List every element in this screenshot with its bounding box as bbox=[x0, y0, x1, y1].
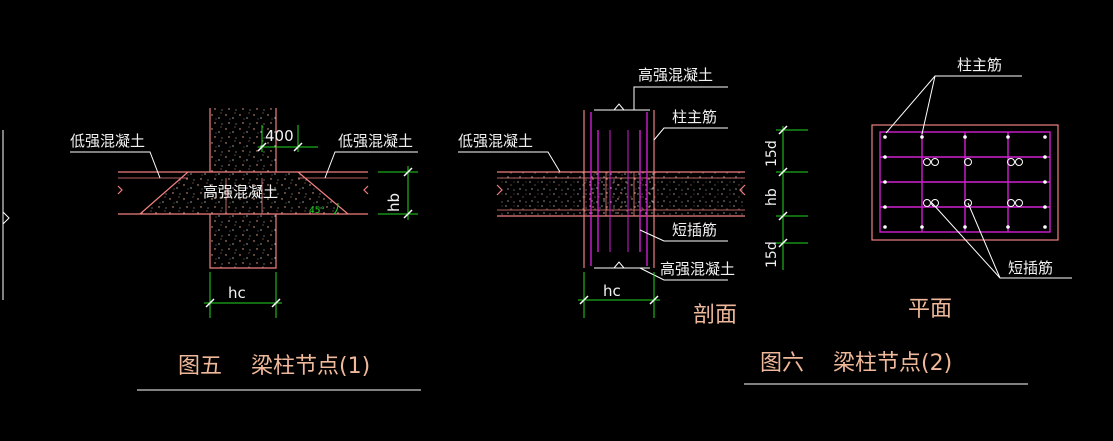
plan-leaders bbox=[885, 75, 1072, 279]
plan-label-column-main-bar: 柱主筋 bbox=[957, 56, 1002, 74]
fig6-dim-hb: hb bbox=[764, 188, 780, 206]
plan-label-short-dowel: 短插筋 bbox=[1008, 259, 1053, 277]
fig5-outline bbox=[117, 108, 369, 269]
fig6-plan-caption: 平面 bbox=[908, 297, 952, 322]
fig5-label-right-low-concrete: 低强混凝土 bbox=[338, 132, 413, 150]
plan-short-dowels bbox=[923, 158, 1023, 207]
fig6-title: 图六 梁柱节点(2) bbox=[760, 351, 952, 376]
fig5-dim-hc: hc bbox=[228, 284, 246, 302]
plan-column-bars bbox=[883, 135, 1047, 229]
fig6-label-low-concrete: 低强混凝土 bbox=[458, 132, 533, 150]
fig6-label-high-concrete-top: 高强混凝土 bbox=[638, 66, 713, 84]
fig6-section-caption: 剖面 bbox=[693, 303, 737, 328]
fig6-dim-15d-top: 15d bbox=[764, 140, 780, 167]
fig6-dim-15d-bottom: 15d bbox=[764, 241, 780, 268]
fig5-label-left-low-concrete: 低强混凝土 bbox=[70, 132, 145, 150]
plan-rebar-grid bbox=[879, 131, 1051, 233]
fig6-dim-hc: hc bbox=[603, 282, 621, 300]
fig6-section-column-bars bbox=[590, 112, 648, 266]
fig5-label-high-concrete: 高强混凝土 bbox=[203, 183, 278, 201]
fig6-label-high-concrete-bottom: 高强混凝土 bbox=[660, 260, 735, 278]
fig5-leaders bbox=[70, 151, 418, 179]
fig5-dim-hb: hb bbox=[385, 193, 403, 212]
figure-6-section: 高强混凝土 柱主筋 低强混凝土 短插筋 高强混凝土 15d hb 15d hc … bbox=[458, 66, 808, 328]
fig6-section-concrete bbox=[500, 172, 745, 216]
fig5-dim-400: 400 bbox=[265, 127, 294, 145]
fig5-concrete bbox=[140, 108, 348, 268]
fig6-label-short-dowel: 短插筋 bbox=[672, 221, 717, 239]
left-edge-fragment bbox=[2, 130, 10, 300]
fig6-label-column-main-bar: 柱主筋 bbox=[672, 108, 717, 126]
fig5-title: 图五 梁柱节点(1) bbox=[178, 354, 370, 379]
fig6-section-dim-ticks bbox=[579, 125, 788, 305]
figure-5-beam-column-joint: 低强混凝土 低强混凝土 高强混凝土 400 hb hc 45° 图五 梁柱节点(… bbox=[70, 108, 421, 391]
fig5-dim-ticks bbox=[205, 142, 413, 308]
figure-6-plan: 柱主筋 短插筋 平面 bbox=[871, 56, 1072, 322]
fig6-section-leaders bbox=[458, 86, 728, 281]
fig5-angle-45: 45° bbox=[309, 206, 325, 216]
fig6-section-dimensions bbox=[578, 126, 808, 318]
fig6-section-outline bbox=[496, 110, 746, 268]
